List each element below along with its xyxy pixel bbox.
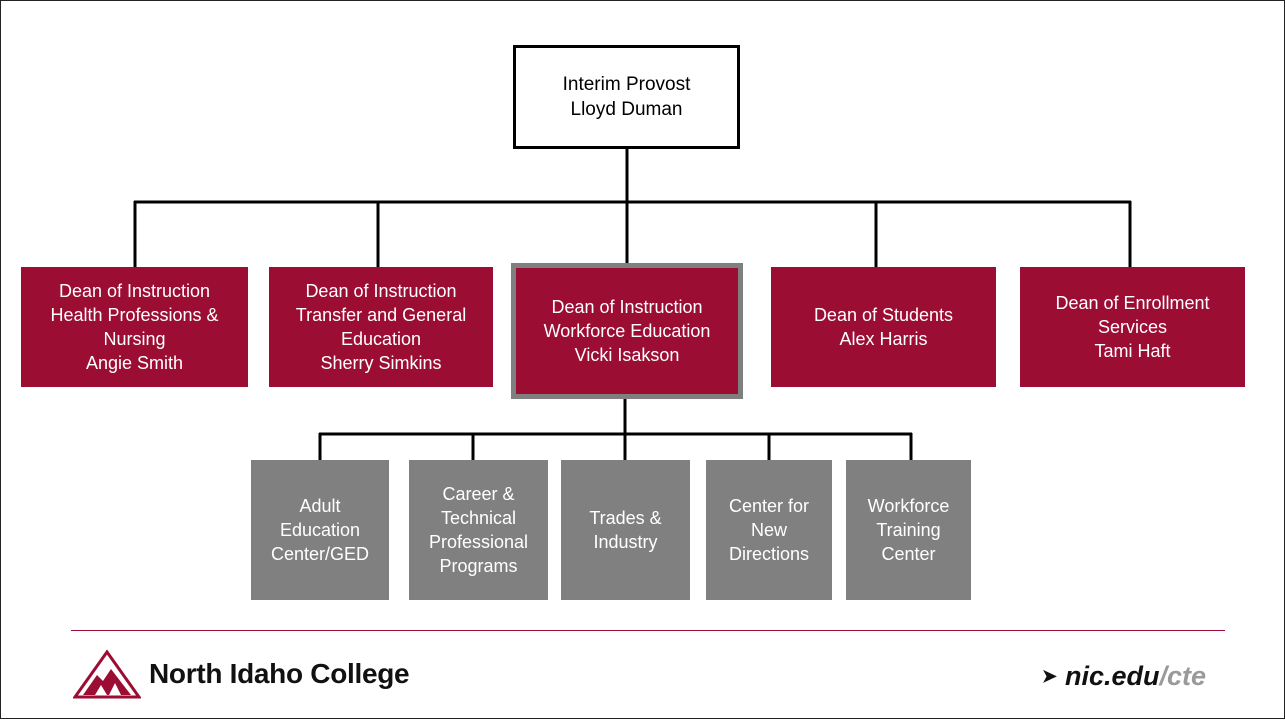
unit-box-workforce-training: Workforce Training Center bbox=[846, 460, 971, 600]
unit-box-career-technical: Career & Technical Professional Programs bbox=[409, 460, 548, 600]
website-url[interactable]: ➤ nic.edu/cte bbox=[1042, 661, 1206, 692]
provost-title: Interim Provost bbox=[562, 74, 691, 95]
dean-box-health-professions: Dean of Instruction Health Professions &… bbox=[21, 267, 248, 387]
unit-box-text: Career & Technical Professional Programs bbox=[428, 484, 529, 576]
dean-box-students: Dean of Students Alex Harris bbox=[771, 267, 996, 387]
dean-box-text: Dean of Instruction Workforce Education … bbox=[543, 297, 711, 365]
dean-box-text: Dean of Instruction Health Professions &… bbox=[50, 281, 219, 373]
mountain-logo-icon bbox=[73, 649, 141, 699]
dean-box-enrollment-services: Dean of Enrollment Services Tami Haft bbox=[1020, 267, 1245, 387]
provost-name: Lloyd Duman bbox=[570, 99, 683, 120]
footer-divider bbox=[71, 630, 1225, 631]
unit-box-new-directions: Center for New Directions bbox=[706, 460, 832, 600]
dean-box-text: Dean of Instruction Transfer and General… bbox=[295, 281, 467, 373]
unit-box-trades-industry: Trades & Industry bbox=[561, 460, 690, 600]
unit-box-adult-education: Adult Education Center/GED bbox=[251, 460, 389, 600]
url-path: /cte bbox=[1159, 661, 1206, 691]
college-logo: North Idaho College bbox=[73, 649, 410, 699]
unit-box-text: Center for New Directions bbox=[728, 496, 810, 564]
unit-box-text: Workforce Training Center bbox=[867, 496, 950, 564]
provost-box: Interim Provost Lloyd Duman bbox=[513, 45, 740, 149]
unit-box-text: Trades & Industry bbox=[589, 508, 662, 552]
unit-box-text: Adult Education Center/GED bbox=[270, 496, 370, 564]
dean-box-transfer-general: Dean of Instruction Transfer and General… bbox=[269, 267, 493, 387]
college-name: North Idaho College bbox=[149, 658, 410, 689]
dean-box-workforce-education: Dean of Instruction Workforce Education … bbox=[511, 263, 743, 399]
dean-box-text: Dean of Students Alex Harris bbox=[813, 305, 954, 349]
dean-box-text: Dean of Enrollment Services Tami Haft bbox=[1055, 293, 1210, 361]
triangle-right-icon: ➤ bbox=[1041, 666, 1057, 686]
url-domain: nic.edu bbox=[1064, 661, 1160, 691]
